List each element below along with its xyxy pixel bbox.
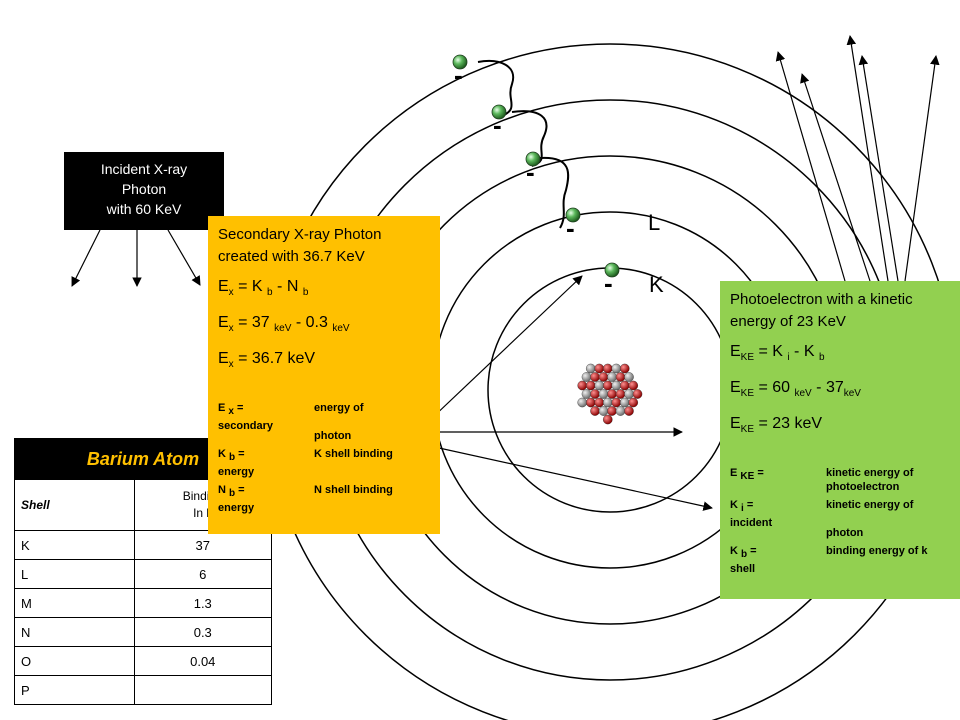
neutron [615,406,626,416]
svg-text:-: - [526,157,535,187]
proton [624,406,634,416]
row-value: 37 [133,530,273,560]
proton [628,397,639,408]
row-value [133,675,273,705]
neutron [594,380,605,391]
legend-item: N b =energy N shell binding [218,483,393,514]
legend-item: K b =energy K shell binding [218,447,393,478]
row-shell: M [14,588,135,618]
row-value: 0.3 [133,617,273,647]
neutron [624,372,634,382]
svg-text:-: - [604,268,613,298]
neutron [585,363,596,374]
proton [590,406,600,416]
proton [590,389,600,399]
electron-3 [525,151,541,167]
neutron [611,363,622,374]
proton [585,397,596,408]
table-header-shell: Shell [14,479,135,531]
photoelectron-box: Photoelectron with a kinetic energy of 2… [720,281,960,599]
neutron [577,397,588,408]
secondary-title: Secondary X-ray Photon created with 36.7… [218,226,382,265]
proton [594,397,605,408]
electron-2 [491,104,507,120]
row-shell: N [14,617,135,647]
electron-5 [604,262,620,278]
electron-signs: - - - - - [454,60,613,298]
svg-text:-: - [454,60,463,90]
row-shell: K [14,530,135,560]
row-shell: P [14,675,135,705]
secondary-photon-box: Secondary X-ray Photon created with 36.7… [208,216,440,534]
row-value: 0.04 [133,646,273,676]
photo-eq-1: EKE = K i - K b [730,343,825,364]
neutron [598,389,609,399]
svg-text:-: - [493,110,502,140]
cascade-wavy-lines [477,60,570,229]
proton [590,372,600,382]
incident-line-2: Photon [121,181,167,197]
incident-scatter-arrows [71,229,201,287]
secondary-eq-2: Ex = 37 keV - 0.3 keV [218,314,350,335]
proton [598,372,609,382]
electrons [452,54,620,278]
shell-label-k: K [649,272,664,297]
nucleus [577,363,643,425]
row-value: 6 [133,559,273,589]
photo-eq-2: EKE = 60 keV - 37keV [730,379,861,400]
photo-title: Photoelectron with a kinetic energy of 2… [730,291,913,330]
binding-header-line2: In k [193,506,213,520]
proton [585,380,596,391]
row-shell: O [14,646,135,676]
proton [619,363,630,374]
proton [628,380,639,391]
neutron [598,406,609,416]
interaction-arrows [429,275,713,511]
proton [577,380,588,391]
svg-text:-: - [566,213,575,243]
secondary-eq-1: Ex = K b - N b [218,278,309,299]
proton [602,380,613,391]
proton [615,372,626,382]
table-row: P [14,675,273,705]
neutron [607,372,617,382]
neutron [581,389,592,399]
proton [607,389,617,399]
photo-legend: E KE = kinetic energy of photoelectron K… [730,466,950,576]
incident-line-3: with 60 KeV [106,201,182,217]
proton [594,363,605,374]
shell-label-l: L [648,210,660,235]
electron-4 [565,207,581,223]
proton [619,380,630,391]
neutron [602,397,613,408]
row-shell: L [14,559,135,589]
electron-1 [452,54,468,70]
legend-item: E KE = kinetic energy of photoelectron [730,466,914,493]
legend-item: K b =shell binding energy of k [730,544,928,575]
incident-photon-box: Incident X-ray Photon with 60 KeV [64,152,224,230]
proton [615,389,626,399]
proton [602,414,613,425]
secondary-eq-3: Ex = 36.7 keV [218,350,316,371]
outgoing-arrows [775,35,940,282]
incident-line-1: Incident X-ray [100,161,188,177]
neutron [581,372,592,382]
photo-eq-3: EKE = 23 keV [730,415,823,436]
row-value: 1.3 [133,588,273,618]
proton [632,389,643,399]
neutron [611,380,622,391]
proton [602,363,613,374]
neutron [624,389,634,399]
proton [607,406,617,416]
proton [611,397,622,408]
neutron [619,397,630,408]
